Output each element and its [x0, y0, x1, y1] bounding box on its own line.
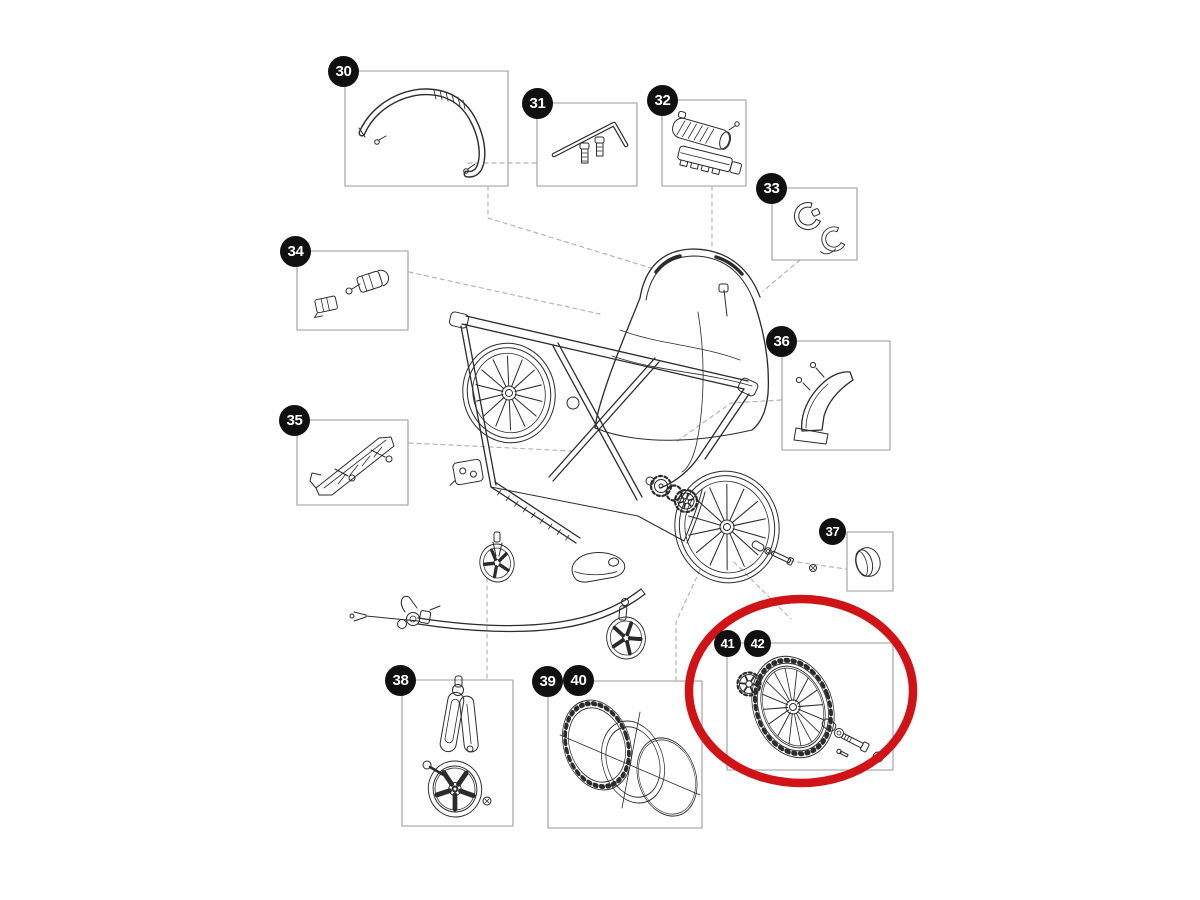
axle-kit-icon [821, 718, 884, 763]
callout-32: 32 [647, 85, 678, 116]
connector-lines [408, 162, 847, 681]
left-wheel-icon [462, 342, 556, 444]
callout-38: 38 [385, 665, 416, 696]
part-box-33 [771, 187, 858, 261]
part-box-35 [296, 419, 409, 506]
mounting-brackets-illustration [313, 269, 390, 319]
callout-36: 36 [766, 326, 797, 357]
frame-tubes [448, 248, 770, 544]
part-boxes [296, 70, 894, 829]
right-axle-parts [751, 540, 794, 566]
frame-clamp-icon [449, 458, 484, 486]
part-box-30 [344, 70, 509, 187]
hitch-mount-icon [571, 552, 626, 583]
guard-bracket-illustration [793, 361, 854, 445]
part-box-38 [401, 679, 514, 827]
bolt-icon [579, 142, 590, 164]
hex-key-and-bolts-illustration [551, 121, 629, 164]
part-box-39-40 [547, 680, 703, 829]
adjuster-latch-illustration [672, 110, 742, 176]
tube-clips-illustration [794, 202, 846, 255]
side-rail-bracket-illustration [309, 436, 395, 496]
main-assembly [349, 248, 794, 660]
callout-42: 42 [744, 630, 771, 657]
hitch-lock-icon [397, 595, 441, 629]
callout-35: 35 [279, 405, 310, 436]
callout-31: 31 [522, 88, 553, 119]
callout-39: 39 [532, 666, 563, 697]
gear-cluster-icon [645, 474, 683, 502]
handlebar-illustration [358, 88, 486, 178]
caster-fork-and-wheel-illustration [422, 675, 492, 818]
tow-bar-icon [349, 588, 646, 633]
wheel-and-axle-kit-illustration [736, 655, 884, 763]
part-box-32 [661, 99, 747, 187]
callout-33: 33 [756, 173, 787, 204]
tire-and-tube-illustration [559, 699, 701, 817]
part-box-37 [846, 531, 894, 592]
part-box-36 [781, 340, 891, 451]
front-caster-icon [479, 531, 515, 583]
bolt-icon [594, 136, 605, 157]
callout-37: 37 [819, 518, 846, 545]
callout-30: 30 [328, 56, 359, 87]
right-wheel-icon [674, 470, 780, 584]
callout-34: 34 [280, 236, 311, 267]
hub-end-cap-illustration [809, 547, 881, 577]
spoked-wheel-icon [751, 655, 835, 759]
callout-40: 40 [563, 665, 594, 696]
part-box-41-42 [726, 642, 894, 771]
part-box-31 [536, 102, 638, 187]
part-box-34 [296, 250, 409, 331]
caster-wheel-icon [427, 760, 483, 818]
highlight-ellipse [684, 594, 918, 788]
callout-41: 41 [714, 630, 741, 657]
